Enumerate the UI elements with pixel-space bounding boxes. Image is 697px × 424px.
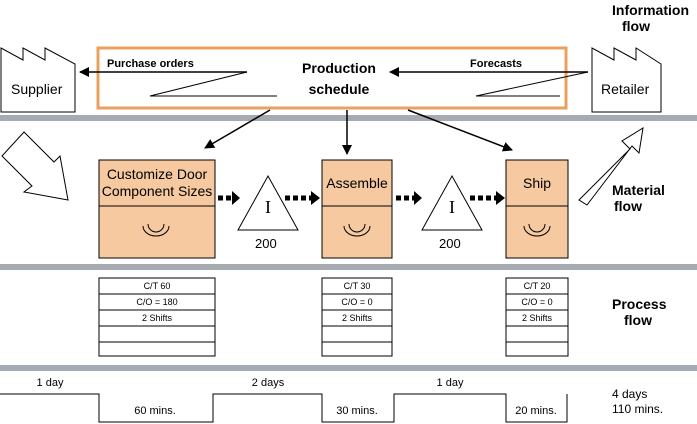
data-table-customize — [98, 277, 216, 357]
data-cell: C/T 30 — [343, 281, 371, 291]
operator-icon — [348, 223, 366, 233]
data-cell: C/O = 0 — [341, 297, 373, 307]
process-name-assemble: Assemble — [326, 175, 388, 191]
data-cell: C/T 60 — [143, 281, 171, 291]
timeline-wait-1: 1 day — [36, 377, 64, 389]
data-cell: 2 Shifts — [341, 313, 372, 323]
timeline-ladder — [0, 393, 568, 423]
push-arrow — [470, 191, 505, 205]
data-cell: C/O = 180 — [136, 297, 178, 307]
operator-icon-outer — [523, 225, 551, 237]
data-cell: 2 Shifts — [141, 313, 172, 323]
operator-icon-outer — [343, 225, 371, 237]
data-table-ship — [505, 277, 569, 357]
timeline-process-2: 30 mins. — [336, 405, 378, 417]
separator-material — [0, 264, 697, 270]
timeline-wait-3: 1 day — [436, 377, 464, 389]
data-cell: C/T 20 — [523, 281, 551, 291]
timeline-wait-2: 2 days — [251, 377, 285, 389]
inventory-count-1: 200 — [255, 236, 277, 251]
data-table-assemble — [321, 277, 393, 357]
forecasts-zigzag — [475, 71, 589, 97]
supplier-shipment-arrow — [1, 131, 69, 201]
production-schedule-box — [96, 46, 568, 110]
separator-info — [0, 115, 697, 121]
separator-process — [0, 365, 697, 371]
process-box-customize — [98, 159, 216, 259]
process-name-ship: Ship — [522, 175, 552, 191]
forecasts-label: Forecasts — [470, 58, 522, 70]
operator-icon — [528, 223, 546, 233]
retailer-factory-icon — [591, 47, 662, 113]
push-arrow — [285, 191, 320, 205]
retailer-label: Retailer — [601, 81, 650, 97]
data-cell: 2 Shifts — [521, 313, 552, 323]
supplier-label: Supplier — [11, 81, 63, 97]
push-arrow — [396, 191, 422, 205]
inventory-triangle-1 — [237, 174, 299, 231]
inventory-symbol-2: I — [449, 197, 455, 217]
schedule-to-ship-arrow — [407, 109, 513, 152]
push-arrow — [218, 191, 240, 205]
schedule-to-customize-arrow — [204, 109, 271, 149]
inventory-count-2: 200 — [439, 236, 461, 251]
purchase-orders-label: Purchase orders — [107, 58, 194, 70]
purchase-orders-zigzag — [149, 71, 277, 97]
operator-icon — [147, 223, 165, 233]
supplier-factory-icon — [0, 47, 76, 113]
retailer-shipment-arrow — [578, 126, 644, 206]
data-cell: C/O = 0 — [521, 297, 553, 307]
operator-icon-outer — [142, 225, 170, 237]
timeline-process-1: 60 mins. — [134, 405, 176, 417]
inventory-triangle-2 — [421, 174, 483, 231]
process-box-assemble — [321, 159, 393, 259]
process-box-ship — [505, 159, 569, 259]
inventory-symbol-1: I — [265, 197, 271, 217]
timeline-process-3: 20 mins. — [515, 405, 557, 417]
